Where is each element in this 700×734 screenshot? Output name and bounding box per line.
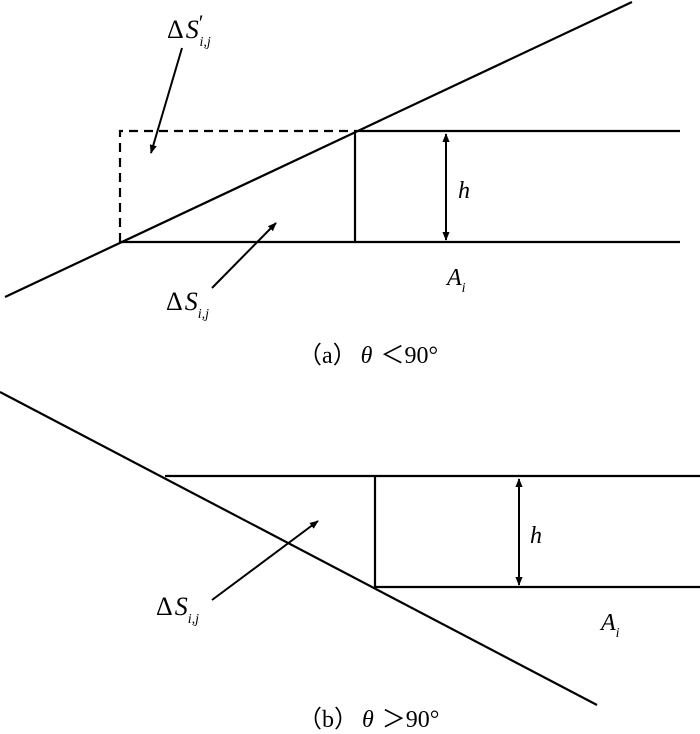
label-h-a: h: [458, 178, 470, 204]
label-ds-a: ΔSi,j: [166, 287, 209, 322]
label-h-b: h: [530, 523, 542, 549]
ds-prime-pointer-a: [149, 47, 183, 154]
caption-a: （a）θ＜90°: [298, 343, 438, 369]
label-ds-b: ΔSi,j: [156, 592, 199, 627]
ds-pointer-a: [211, 222, 277, 289]
panel-b: [0, 391, 700, 706]
label-a-i-a: Ai: [445, 265, 466, 296]
label-a-i-b: Ai: [599, 610, 620, 641]
caption-b: （b）θ＞90°: [298, 707, 439, 733]
label-ds-prime-a: ΔS′i,j: [167, 10, 211, 50]
panel-a: [4, 1, 680, 298]
inclined-line-a: [4, 1, 633, 298]
ds-pointer-b: [211, 520, 319, 601]
inclined-line-b: [0, 391, 598, 706]
dashed-rectangle-a: [118, 129, 355, 242]
